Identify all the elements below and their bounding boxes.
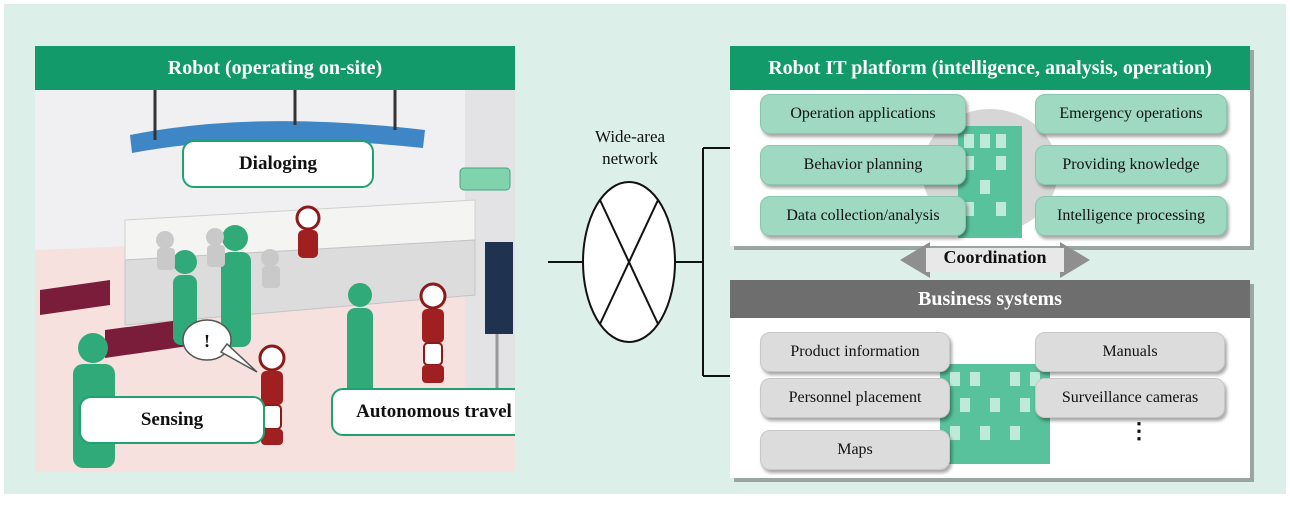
bench — [40, 280, 110, 315]
network-label-line1: Wide-area — [594, 127, 666, 146]
behavior-planning-item: Behavior planning — [760, 145, 966, 185]
emergency-operations-item: Emergency operations — [1035, 94, 1227, 134]
surveillance-cameras-item: Surveillance cameras — [1035, 378, 1225, 418]
business-server-rack-icon — [940, 364, 1050, 464]
speech-bubble-tail — [219, 342, 258, 373]
intelligence-processing-item: Intelligence processing — [1035, 196, 1227, 236]
exclamation-mark: ! — [204, 331, 210, 351]
data-collection-analysis-item: Data collection/analysis — [760, 196, 966, 236]
wide-area-network-label: Wide-area network — [570, 126, 690, 170]
manuals-item: Manuals — [1035, 332, 1225, 372]
product-information-item: Product information — [760, 332, 950, 372]
camera-icon — [459, 167, 511, 191]
business-systems-title: Business systems — [730, 280, 1250, 318]
providing-knowledge-item: Providing knowledge — [1035, 145, 1227, 185]
more-items-ellipsis: ⋮ — [1128, 418, 1150, 443]
bench — [105, 318, 195, 358]
maps-item: Maps — [760, 430, 950, 470]
robot-figure-travel — [419, 282, 447, 383]
robot-figure-counter — [295, 205, 321, 258]
ceiling-sign — [130, 121, 425, 153]
platform-title: Robot IT platform (intelligence, analysi… — [730, 46, 1250, 90]
clerk-silhouettes — [156, 228, 280, 288]
personnel-placement-item: Personnel placement — [760, 378, 950, 418]
coordination-label: Coordination — [943, 247, 1047, 267]
operation-applications-item: Operation applications — [760, 94, 966, 134]
robot-panel: Robot (operating on-site) — [35, 46, 515, 472]
robot-it-platform-panel: Robot IT platform (intelligence, analysi… — [730, 46, 1250, 246]
robot-figure-sensing — [258, 344, 286, 445]
dialoging-callout: Dialoging — [182, 140, 374, 188]
display-screen — [485, 242, 513, 334]
network-cross-line — [599, 199, 659, 325]
autonomous-travel-callout: Autonomous travel — [331, 388, 515, 436]
speech-bubble — [182, 319, 232, 361]
sensing-callout: Sensing — [79, 396, 265, 444]
robot-panel-title: Robot (operating on-site) — [35, 46, 515, 90]
coordination-arrow-icon — [900, 242, 1090, 278]
network-label-line2: network — [602, 149, 658, 168]
coordination-arrow-label-bg — [926, 248, 1064, 272]
business-systems-panel: Business systems Product information Per… — [730, 280, 1250, 478]
